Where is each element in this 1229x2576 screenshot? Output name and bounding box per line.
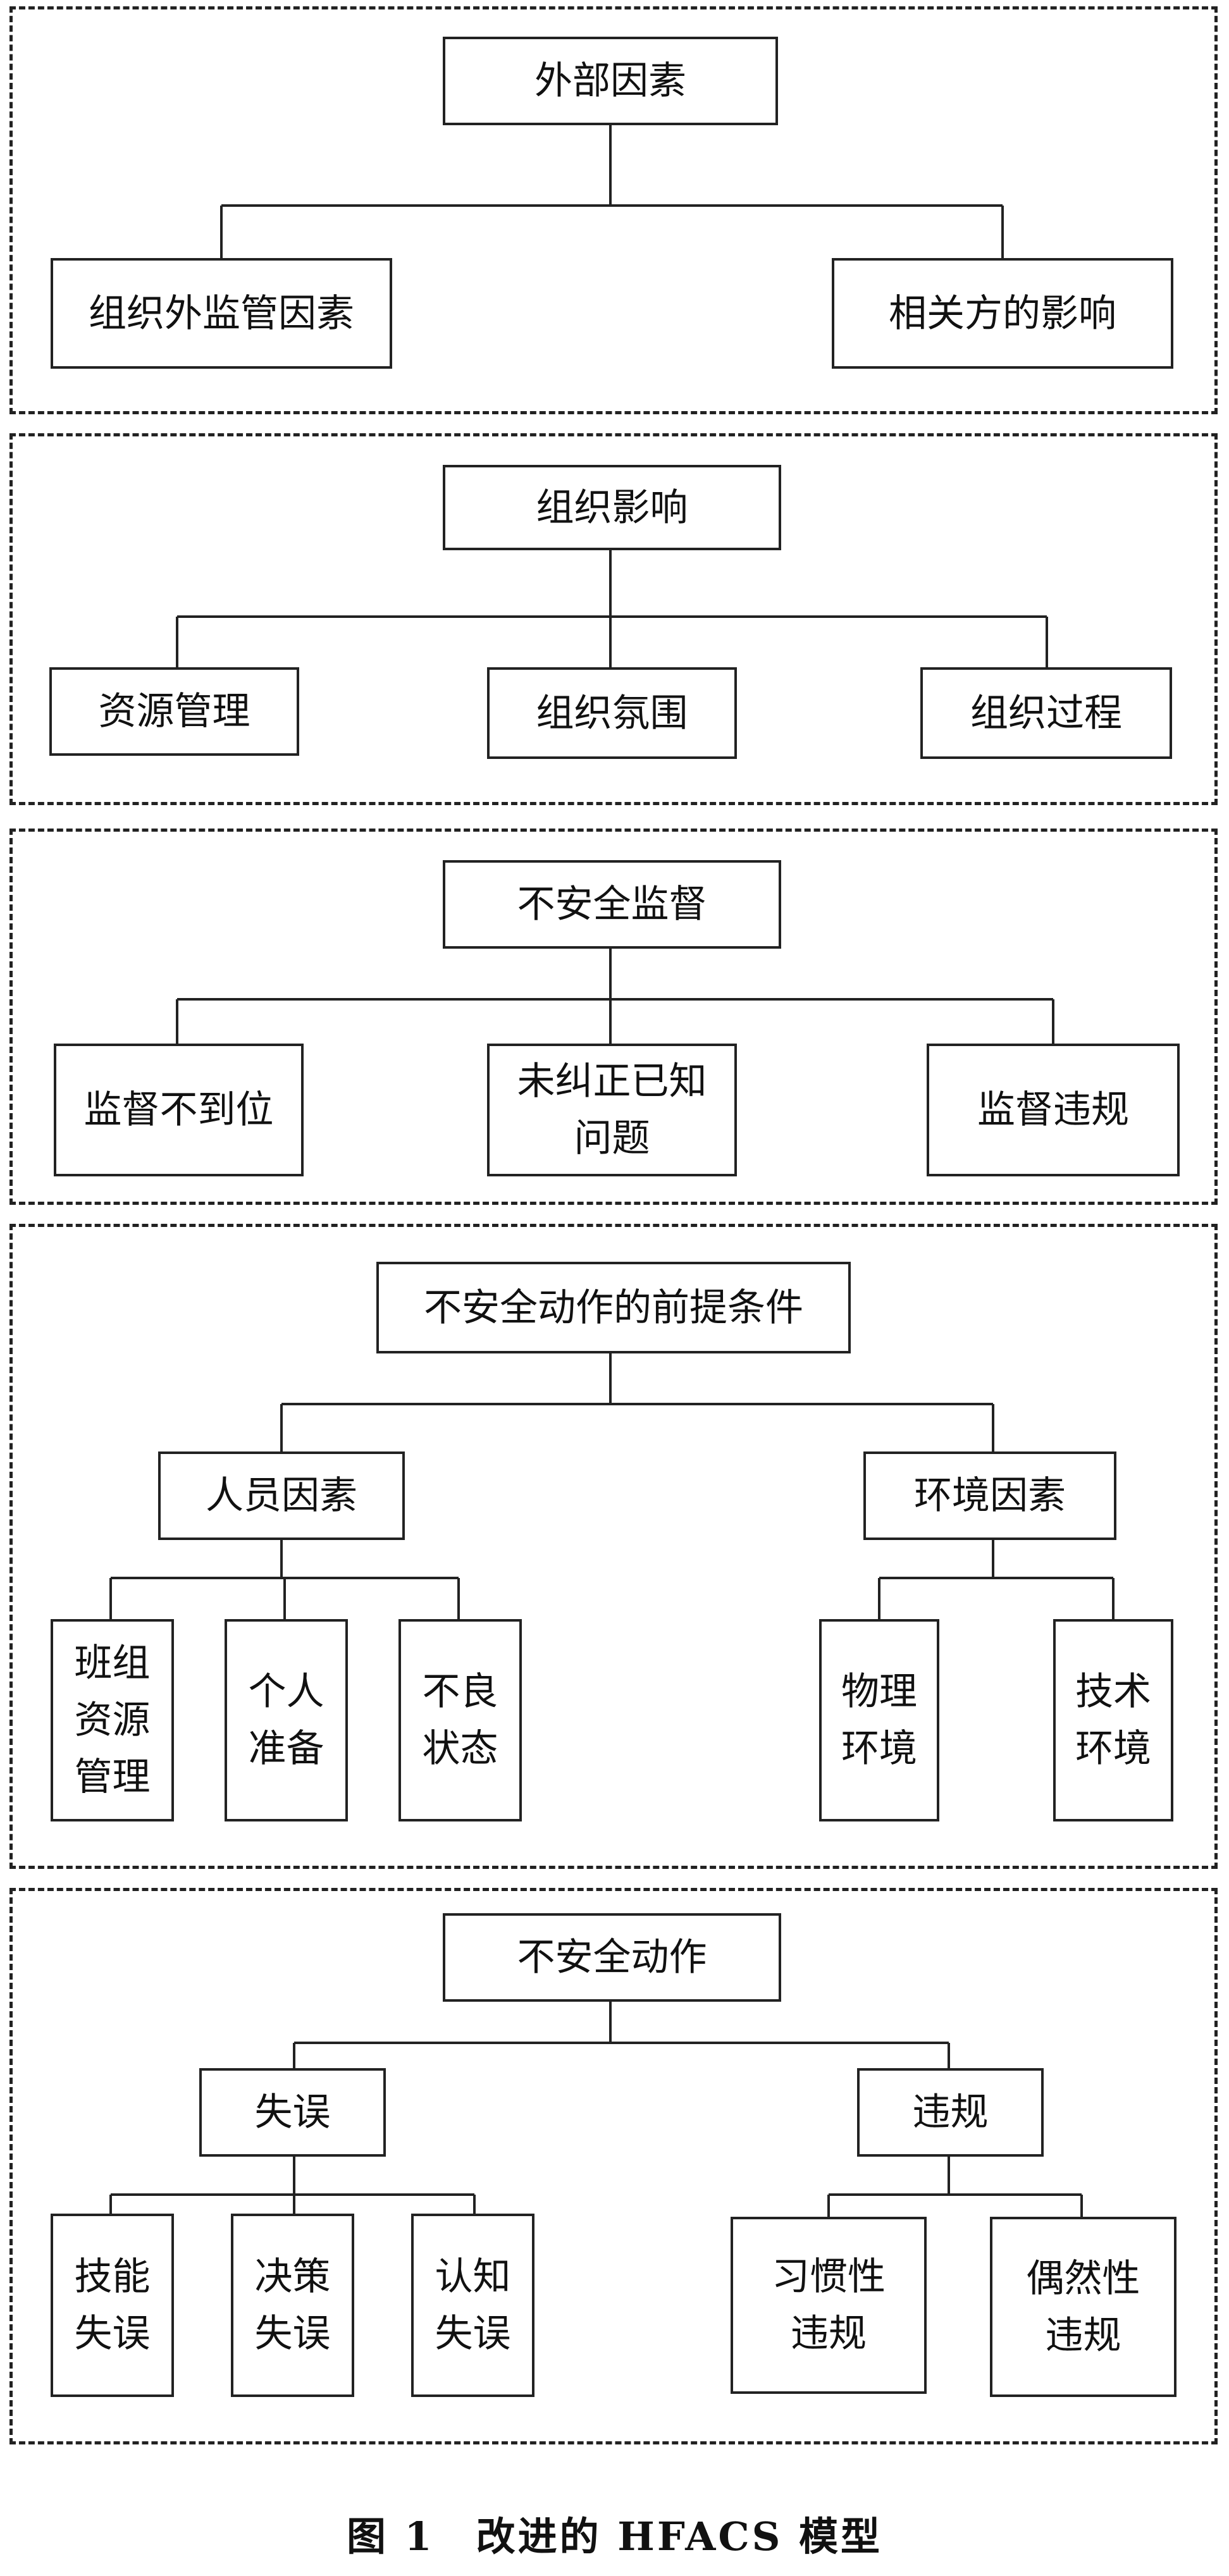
node-label: 违规: [912, 2090, 989, 2135]
node-supervisory-violation: 监督违规: [927, 1044, 1180, 1176]
node-label: 相关方的影响: [889, 291, 1116, 336]
node-crew-resource-management: 班组 资源 管理: [51, 1619, 174, 1821]
node-technical-environment: 技术 环境: [1053, 1619, 1173, 1821]
node-label: 班组 资源 管理: [74, 1641, 151, 1799]
node-external-regulation: 组织外监管因素: [51, 258, 392, 369]
node-label: 组织外监管因素: [89, 291, 354, 336]
node-label: 不安全动作: [517, 1935, 707, 1980]
node-resource-management: 资源管理: [49, 667, 299, 756]
node-organizational-process: 组织过程: [920, 667, 1172, 759]
section-external-factors: [9, 6, 1218, 414]
node-label: 物理 环境: [841, 1670, 917, 1771]
node-label: 监督违规: [977, 1088, 1129, 1132]
node-label: 组织过程: [970, 691, 1122, 736]
figure-caption: 图 1 改进的 HFACS 模型: [346, 2513, 883, 2560]
node-label: 环境因素: [914, 1474, 1066, 1518]
node-label: 组织氛围: [536, 691, 688, 736]
section-unsafe-acts: [9, 1888, 1218, 2444]
node-personnel-factors: 人员因素: [158, 1451, 405, 1540]
node-label: 监督不到位: [83, 1088, 274, 1132]
node-label: 未纠正已知 问题: [517, 1059, 707, 1161]
node-organizational-climate: 组织氛围: [487, 667, 737, 759]
node-occasional-violation: 偶然性 违规: [990, 2217, 1177, 2397]
node-label: 人员因素: [206, 1474, 357, 1518]
node-label: 偶然性 违规: [1026, 2256, 1140, 2358]
node-physical-environment: 物理 环境: [819, 1619, 939, 1821]
node-label: 习惯性 违规: [772, 2255, 886, 2356]
node-errors: 失误: [199, 2068, 386, 2157]
node-external-factors: 外部因素: [443, 37, 778, 125]
section-unsafe-supervision: [9, 829, 1218, 1205]
node-label: 不良 状态: [422, 1670, 498, 1771]
node-label: 决策 失误: [254, 2255, 331, 2356]
node-label: 技能 失误: [74, 2255, 151, 2356]
node-label: 不安全监督: [517, 882, 707, 927]
node-violations: 违规: [857, 2068, 1044, 2157]
node-unsafe-supervision: 不安全监督: [443, 860, 781, 949]
node-decision-error: 决策 失误: [231, 2214, 354, 2397]
node-label: 认知 失误: [435, 2255, 511, 2356]
node-perception-error: 认知 失误: [411, 2214, 534, 2397]
node-label: 组织影响: [536, 485, 688, 530]
node-label: 失误: [254, 2090, 331, 2135]
section-preconditions: [9, 1224, 1218, 1869]
node-inadequate-supervision: 监督不到位: [54, 1044, 304, 1176]
node-preconditions: 不安全动作的前提条件: [376, 1262, 851, 1353]
node-label: 个人 准备: [248, 1670, 324, 1771]
node-personal-readiness: 个人 准备: [225, 1619, 348, 1821]
node-adverse-state: 不良 状态: [398, 1619, 522, 1821]
node-organizational-influence: 组织影响: [443, 465, 781, 550]
node-stakeholder-influence: 相关方的影响: [832, 258, 1173, 369]
node-unsafe-acts: 不安全动作: [443, 1913, 781, 2002]
node-skill-error: 技能 失误: [51, 2214, 174, 2397]
section-organizational-influence: [9, 433, 1218, 805]
node-label: 外部因素: [534, 59, 686, 103]
node-label: 不安全动作的前提条件: [424, 1285, 803, 1330]
node-environmental-factors: 环境因素: [863, 1451, 1116, 1540]
node-habitual-violation: 习惯性 违规: [731, 2217, 927, 2394]
node-label: 技术 环境: [1075, 1670, 1151, 1771]
node-label: 资源管理: [98, 689, 250, 734]
node-uncorrected-known-problem: 未纠正已知 问题: [487, 1044, 737, 1176]
